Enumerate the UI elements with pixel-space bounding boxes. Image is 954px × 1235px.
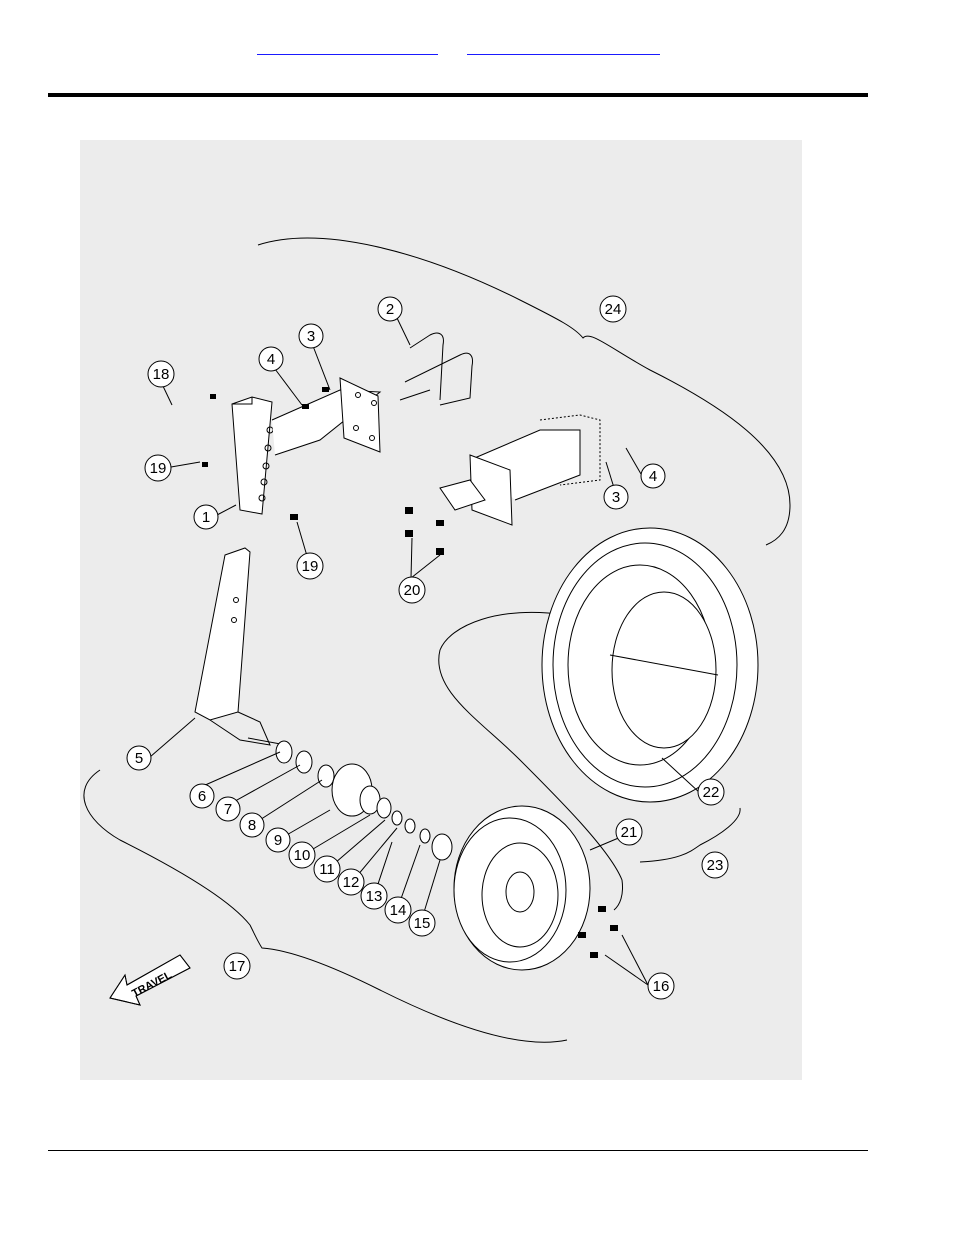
callout-11: 11: [314, 856, 340, 882]
svg-text:15: 15: [414, 915, 431, 932]
callout-8: 8: [240, 813, 264, 837]
callout-10: 10: [289, 842, 315, 868]
callout-20: 20: [399, 577, 425, 603]
part-1-post: [232, 397, 273, 514]
svg-text:4: 4: [267, 351, 275, 368]
callout-15: 15: [409, 910, 435, 936]
callout-24: 24: [600, 296, 626, 322]
callout-7: 7: [216, 797, 240, 821]
svg-text:20: 20: [404, 582, 421, 599]
svg-text:11: 11: [319, 861, 335, 878]
callout-3: 3: [604, 485, 628, 509]
svg-text:12: 12: [343, 874, 360, 891]
svg-text:19: 19: [302, 558, 319, 575]
callout-3: 3: [299, 324, 323, 348]
callout-23: 23: [702, 852, 728, 878]
svg-text:5: 5: [135, 750, 143, 767]
callout-12: 12: [338, 869, 364, 895]
callout-1: 1: [194, 505, 218, 529]
callout-6: 6: [190, 784, 214, 808]
callout-19: 19: [297, 553, 323, 579]
svg-text:10: 10: [294, 847, 311, 864]
svg-text:7: 7: [224, 801, 232, 818]
callout-2: 2: [378, 297, 402, 321]
svg-text:4: 4: [649, 468, 657, 485]
svg-text:6: 6: [198, 788, 206, 805]
callout-17: 17: [224, 953, 250, 979]
part-21-wheel: [454, 806, 590, 970]
callout-5: 5: [127, 746, 151, 770]
brace-23-hook: [640, 808, 740, 862]
part-2-u-bolts: [400, 333, 473, 405]
part-5-arm: [195, 548, 286, 745]
callout-4: 4: [641, 464, 665, 488]
callout-22: 22: [698, 779, 724, 805]
tube-assembly: [440, 415, 600, 525]
svg-text:22: 22: [703, 784, 720, 801]
svg-text:13: 13: [366, 888, 383, 905]
callout-21: 21: [616, 819, 642, 845]
callout-19: 19: [145, 455, 171, 481]
callout-18: 18: [148, 361, 174, 387]
svg-text:17: 17: [229, 958, 246, 975]
svg-text:1: 1: [202, 509, 210, 526]
svg-text:3: 3: [307, 328, 315, 345]
svg-text:14: 14: [390, 902, 407, 919]
footer-rule: [48, 1150, 868, 1151]
svg-text:16: 16: [653, 978, 670, 995]
svg-text:9: 9: [274, 832, 282, 849]
callout-13: 13: [361, 883, 387, 909]
callout-14: 14: [385, 897, 411, 923]
svg-text:19: 19: [150, 460, 167, 477]
callout-16: 16: [648, 973, 674, 999]
svg-text:2: 2: [386, 301, 394, 318]
svg-text:23: 23: [707, 857, 724, 874]
svg-text:3: 3: [612, 489, 620, 506]
part-22-tire: [542, 528, 758, 802]
callout-4: 4: [259, 347, 283, 371]
svg-text:24: 24: [605, 301, 622, 318]
svg-text:21: 21: [621, 824, 638, 841]
svg-text:18: 18: [153, 366, 170, 383]
svg-text:8: 8: [248, 817, 256, 834]
callout-9: 9: [266, 828, 290, 852]
